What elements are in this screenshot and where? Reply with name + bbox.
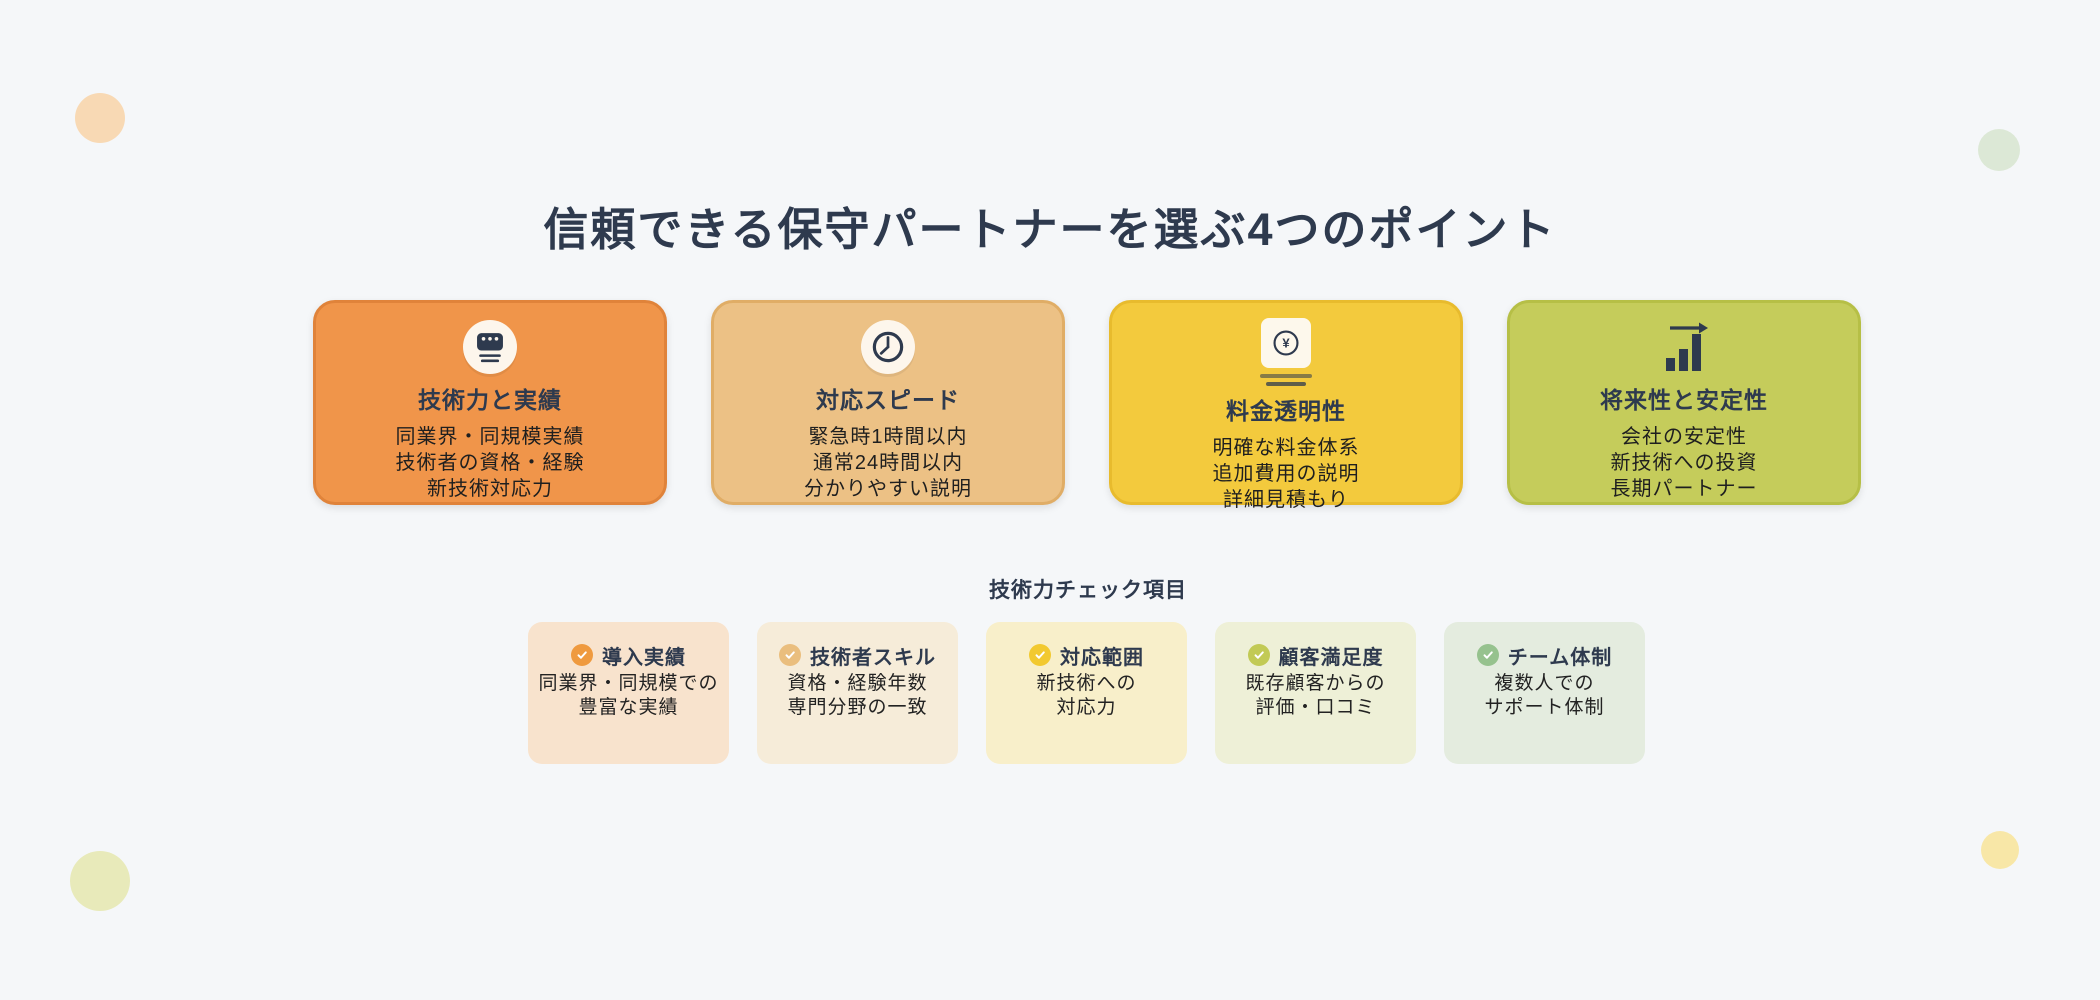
check-card-title: 導入実績 (602, 646, 686, 669)
point-card-title: 技術力と実績 (418, 387, 562, 413)
tech-checklist-section: 技術力チェック項目 導入実績 同業界・同規模での 豊富な実績 (528, 574, 1648, 764)
point-card-future-stability: 将来性と安定性 会社の安定性 新技術への投資 長期パートナー (1507, 300, 1861, 505)
check-card-title: 技術者スキル (810, 646, 936, 669)
check-card-description: 新技術への 対応力 (1036, 672, 1136, 720)
decoration-circle-top-right (1978, 129, 2020, 171)
point-card-title: 対応スピード (816, 387, 960, 413)
check-card-line: サポート体制 (1484, 697, 1605, 718)
check-card-track-record: 導入実績 同業界・同規模での 豊富な実績 (528, 622, 729, 764)
check-card-title-row: 顧客満足度 (1247, 642, 1384, 669)
check-card-line: 対応力 (1056, 697, 1117, 718)
point-card-line: 新技術対応力 (427, 478, 553, 500)
server-terminal-icon (477, 332, 503, 362)
point-cards-row: 技術力と実績 同業界・同規模実績 技術者の資格・経験 新技術対応力 対応スピード (313, 300, 1861, 511)
receipt-lines-icon (1260, 374, 1312, 386)
check-card-line: 既存顧客からの (1245, 673, 1386, 694)
svg-text:¥: ¥ (1282, 336, 1290, 351)
check-card-line: 資格・経験年数 (787, 673, 928, 694)
point-card-price-transparency: ¥ 料金透明性 明確な料金体系 追加費用の説明 詳細見積もり (1109, 300, 1463, 511)
point-card-title: 将来性と安定性 (1600, 387, 1768, 413)
check-card-description: 資格・経験年数 専門分野の一致 (787, 672, 927, 720)
growth-chart-arrow-icon (1666, 322, 1708, 371)
point-card-line: 分かりやすい説明 (804, 478, 972, 500)
check-card-title-row: 導入実績 (571, 642, 686, 669)
check-icon (571, 644, 593, 666)
point-card-line: 明確な料金体系 (1212, 437, 1360, 459)
check-card-line: 新技術への (1036, 673, 1137, 694)
point-card-description: 同業界・同規模実績 技術者の資格・経験 新技術対応力 (396, 424, 585, 502)
page-title: 信頼できる保守パートナーを選ぶ4つのポイント (543, 204, 1557, 256)
check-card-title-row: 技術者スキル (779, 642, 936, 669)
point-card-icon-area (463, 318, 517, 375)
point-card-description: 明確な料金体系 追加費用の説明 詳細見積もり (1213, 435, 1360, 513)
icon-backplate-square: ¥ (1261, 318, 1311, 368)
point-card-line: 会社の安定性 (1621, 426, 1747, 448)
point-card-description: 緊急時1時間以内 通常24時間以内 分かりやすい説明 (804, 424, 972, 502)
checklist-heading: 技術力チェック項目 (989, 579, 1187, 602)
checklist-cards-row: 導入実績 同業界・同規模での 豊富な実績 技術者スキル 資格・経験年数 専門分野… (528, 622, 1648, 764)
check-card-title: 顧客満足度 (1278, 646, 1384, 669)
check-card-customer-satisfaction: 顧客満足度 既存顧客からの 評価・口コミ (1215, 622, 1416, 764)
check-icon (779, 644, 801, 666)
check-icon (1029, 644, 1051, 666)
point-card-line: 長期パートナー (1610, 478, 1758, 500)
check-card-line: 豊富な実績 (578, 697, 679, 718)
clock-icon (872, 331, 904, 362)
check-card-description: 既存顧客からの 評価・口コミ (1245, 672, 1385, 720)
point-card-description: 会社の安定性 新技術への投資 長期パートナー (1611, 424, 1758, 502)
point-card-line: 詳細見積もり (1223, 489, 1349, 511)
check-card-description: 同業界・同規模での 豊富な実績 (538, 672, 718, 720)
point-card-line: 追加費用の説明 (1212, 463, 1360, 485)
point-card-icon-area (861, 318, 915, 375)
icon-backplate-circle (463, 319, 517, 374)
point-card-line: 緊急時1時間以内 (808, 426, 968, 448)
check-card-team-structure: チーム体制 複数人での サポート体制 (1444, 622, 1645, 764)
check-icon (1476, 644, 1499, 666)
point-card-tech-strength: 技術力と実績 同業界・同規模実績 技術者の資格・経験 新技術対応力 (313, 300, 667, 505)
check-card-line: 評価・口コミ (1255, 697, 1376, 718)
check-card-line: 専門分野の一致 (787, 697, 928, 718)
point-card-response-speed: 対応スピード 緊急時1時間以内 通常24時間以内 分かりやすい説明 (711, 300, 1065, 505)
check-card-description: 複数人での サポート体制 (1484, 672, 1604, 720)
check-card-line: 同業界・同規模での (538, 673, 719, 694)
point-card-line: 通常24時間以内 (812, 452, 964, 474)
point-card-icon-area (1656, 318, 1712, 375)
point-card-line: 同業界・同規模実績 (395, 426, 585, 448)
point-card-title: 料金透明性 (1226, 398, 1346, 424)
check-card-title: 対応範囲 (1060, 646, 1144, 669)
check-card-coverage: 対応範囲 新技術への 対応力 (986, 622, 1187, 764)
decoration-circle-top-left (75, 93, 125, 143)
yen-coin-icon: ¥ (1273, 330, 1299, 356)
decoration-circle-bottom-right (1981, 831, 2019, 869)
icon-backplate-circle (861, 319, 915, 374)
check-icon (1247, 644, 1270, 666)
point-card-icon-area: ¥ (1260, 318, 1312, 386)
point-card-line: 技術者の資格・経験 (395, 452, 585, 474)
check-card-engineer-skill: 技術者スキル 資格・経験年数 専門分野の一致 (757, 622, 958, 764)
check-card-line: 複数人での (1494, 673, 1595, 694)
check-card-title-row: 対応範囲 (1029, 642, 1144, 669)
check-card-title: チーム体制 (1507, 646, 1613, 669)
point-card-line: 新技術への投資 (1610, 452, 1758, 474)
check-card-title-row: チーム体制 (1476, 642, 1613, 669)
decoration-circle-bottom-left (70, 851, 130, 911)
